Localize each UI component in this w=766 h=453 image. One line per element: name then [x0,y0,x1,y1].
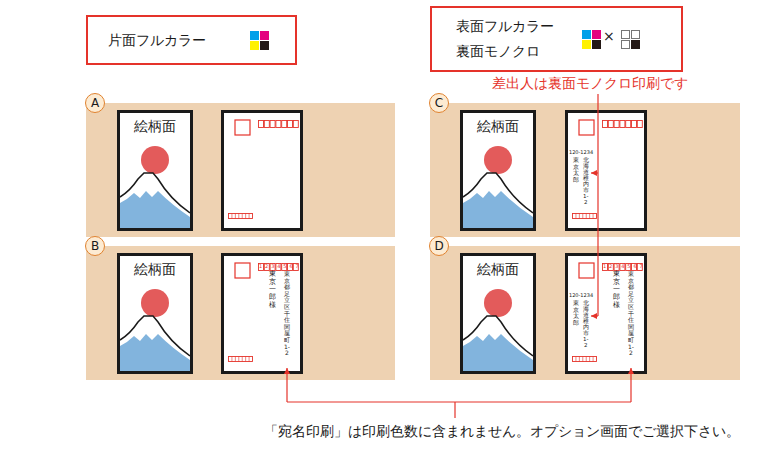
sender-code-boxes [229,357,253,362]
mono-icon [622,31,641,50]
vertical-text: 北海道稚内市1-2 [583,157,589,205]
postal-code-boxes [603,121,643,128]
example-panel: A絵柄面 [86,103,395,237]
sun [484,289,512,317]
example-panel: C絵柄面120-1234北海道稚内市1-2東京太郎 [430,103,740,237]
mountain-body [120,334,190,371]
node-text: 絵柄面 [463,261,533,278]
sender-code-boxes [573,357,597,362]
address-card: 120-1234 北海道稚内市1-2 東京太郎 [565,110,647,231]
node-text: 120-1234 [569,292,593,298]
picture-card: 絵柄面 [460,253,536,374]
mountain-snow [463,173,533,228]
leader-line [630,368,631,402]
picture-card: 絵柄面 [117,110,193,231]
panel-letter: A [85,93,105,113]
leader-line [591,315,598,316]
leader-line [591,172,598,173]
sun [141,289,169,317]
address-card: 1234567 東京都足立区千住関屋町1-2 東京一郎 様 120-1234 北海道稚内… [565,253,647,374]
sun [484,146,512,174]
blank-address-card [221,110,303,231]
vertical-text: 東京都足立区千住関屋町1-2 [628,271,634,357]
postcard-frame [224,113,300,228]
leader-line [287,401,631,402]
node-text: 1234567 [258,263,302,269]
panel-letter: D [429,236,449,256]
mountain-snow [463,316,533,371]
picture-card: 絵柄面 [460,110,536,231]
vertical-text: 東京一郎 様 [269,271,276,309]
cmyk-icon [250,31,269,50]
panel-letter: B [85,236,105,256]
node-text: 絵柄面 [120,261,190,278]
node-text: 表面フルカラー 裏面モノクロ [456,14,558,64]
stamp-box [235,120,250,135]
sender-code-boxes [229,214,253,219]
mountain-outline [463,316,533,356]
panel-letter: C [429,93,449,113]
mountain-body [120,191,190,228]
mountain-snow [120,316,190,371]
sender-code-boxes [573,214,597,219]
vertical-text: 東京都足立区千住関屋町1-2 [284,271,290,357]
node-text: 1234567 [602,263,646,269]
node-text: 片面フルカラー [108,32,206,49]
picture-card: 絵柄面 [117,253,193,374]
leader-line [286,368,287,402]
mountain-body [463,191,533,228]
vertical-text: 東京太郎 [573,157,579,183]
node-text: 120-1234 [569,149,593,155]
mountain-outline [120,316,190,356]
sun [141,146,169,174]
vertical-text: 東京一郎 様 [613,271,620,309]
stamp-box [235,263,250,278]
leader-line [597,94,598,316]
postcard-frame [568,113,644,228]
mountain-outline [120,173,190,213]
cmyk-icon [582,30,601,49]
example-panel: B絵柄面1234567東京都足立区千住関屋町1-2東京一郎 様 [86,246,395,380]
mountain-snow [120,173,190,228]
postal-code-boxes [259,121,299,128]
node-text: 絵柄面 [463,118,533,135]
stamp-box [579,263,594,278]
header-box: 片面フルカラー [86,15,297,65]
annotation-note: 差出人は裏面モノクロ印刷です [492,75,688,92]
example-panel: D絵柄面1234567東京都足立区千住関屋町1-2東京一郎 様120-1234北… [430,246,740,380]
address-card: 1234567 東京都足立区千住関屋町1-2 東京一郎 様 [221,253,303,374]
leader-line [454,402,455,418]
footnote: 「宛名印刷」は印刷色数に含まれません。オプション画面でご選択下さい。 [264,423,740,440]
vertical-text: 北海道稚内市1-2 [583,300,589,348]
mountain-body [463,334,533,371]
times-sign: × [603,28,615,45]
stamp-box [579,120,594,135]
mountain-outline [463,173,533,213]
node-text: 絵柄面 [120,118,190,135]
header-box: 表面フルカラー 裏面モノクロ [430,6,683,72]
vertical-text: 東京太郎 [573,300,579,326]
